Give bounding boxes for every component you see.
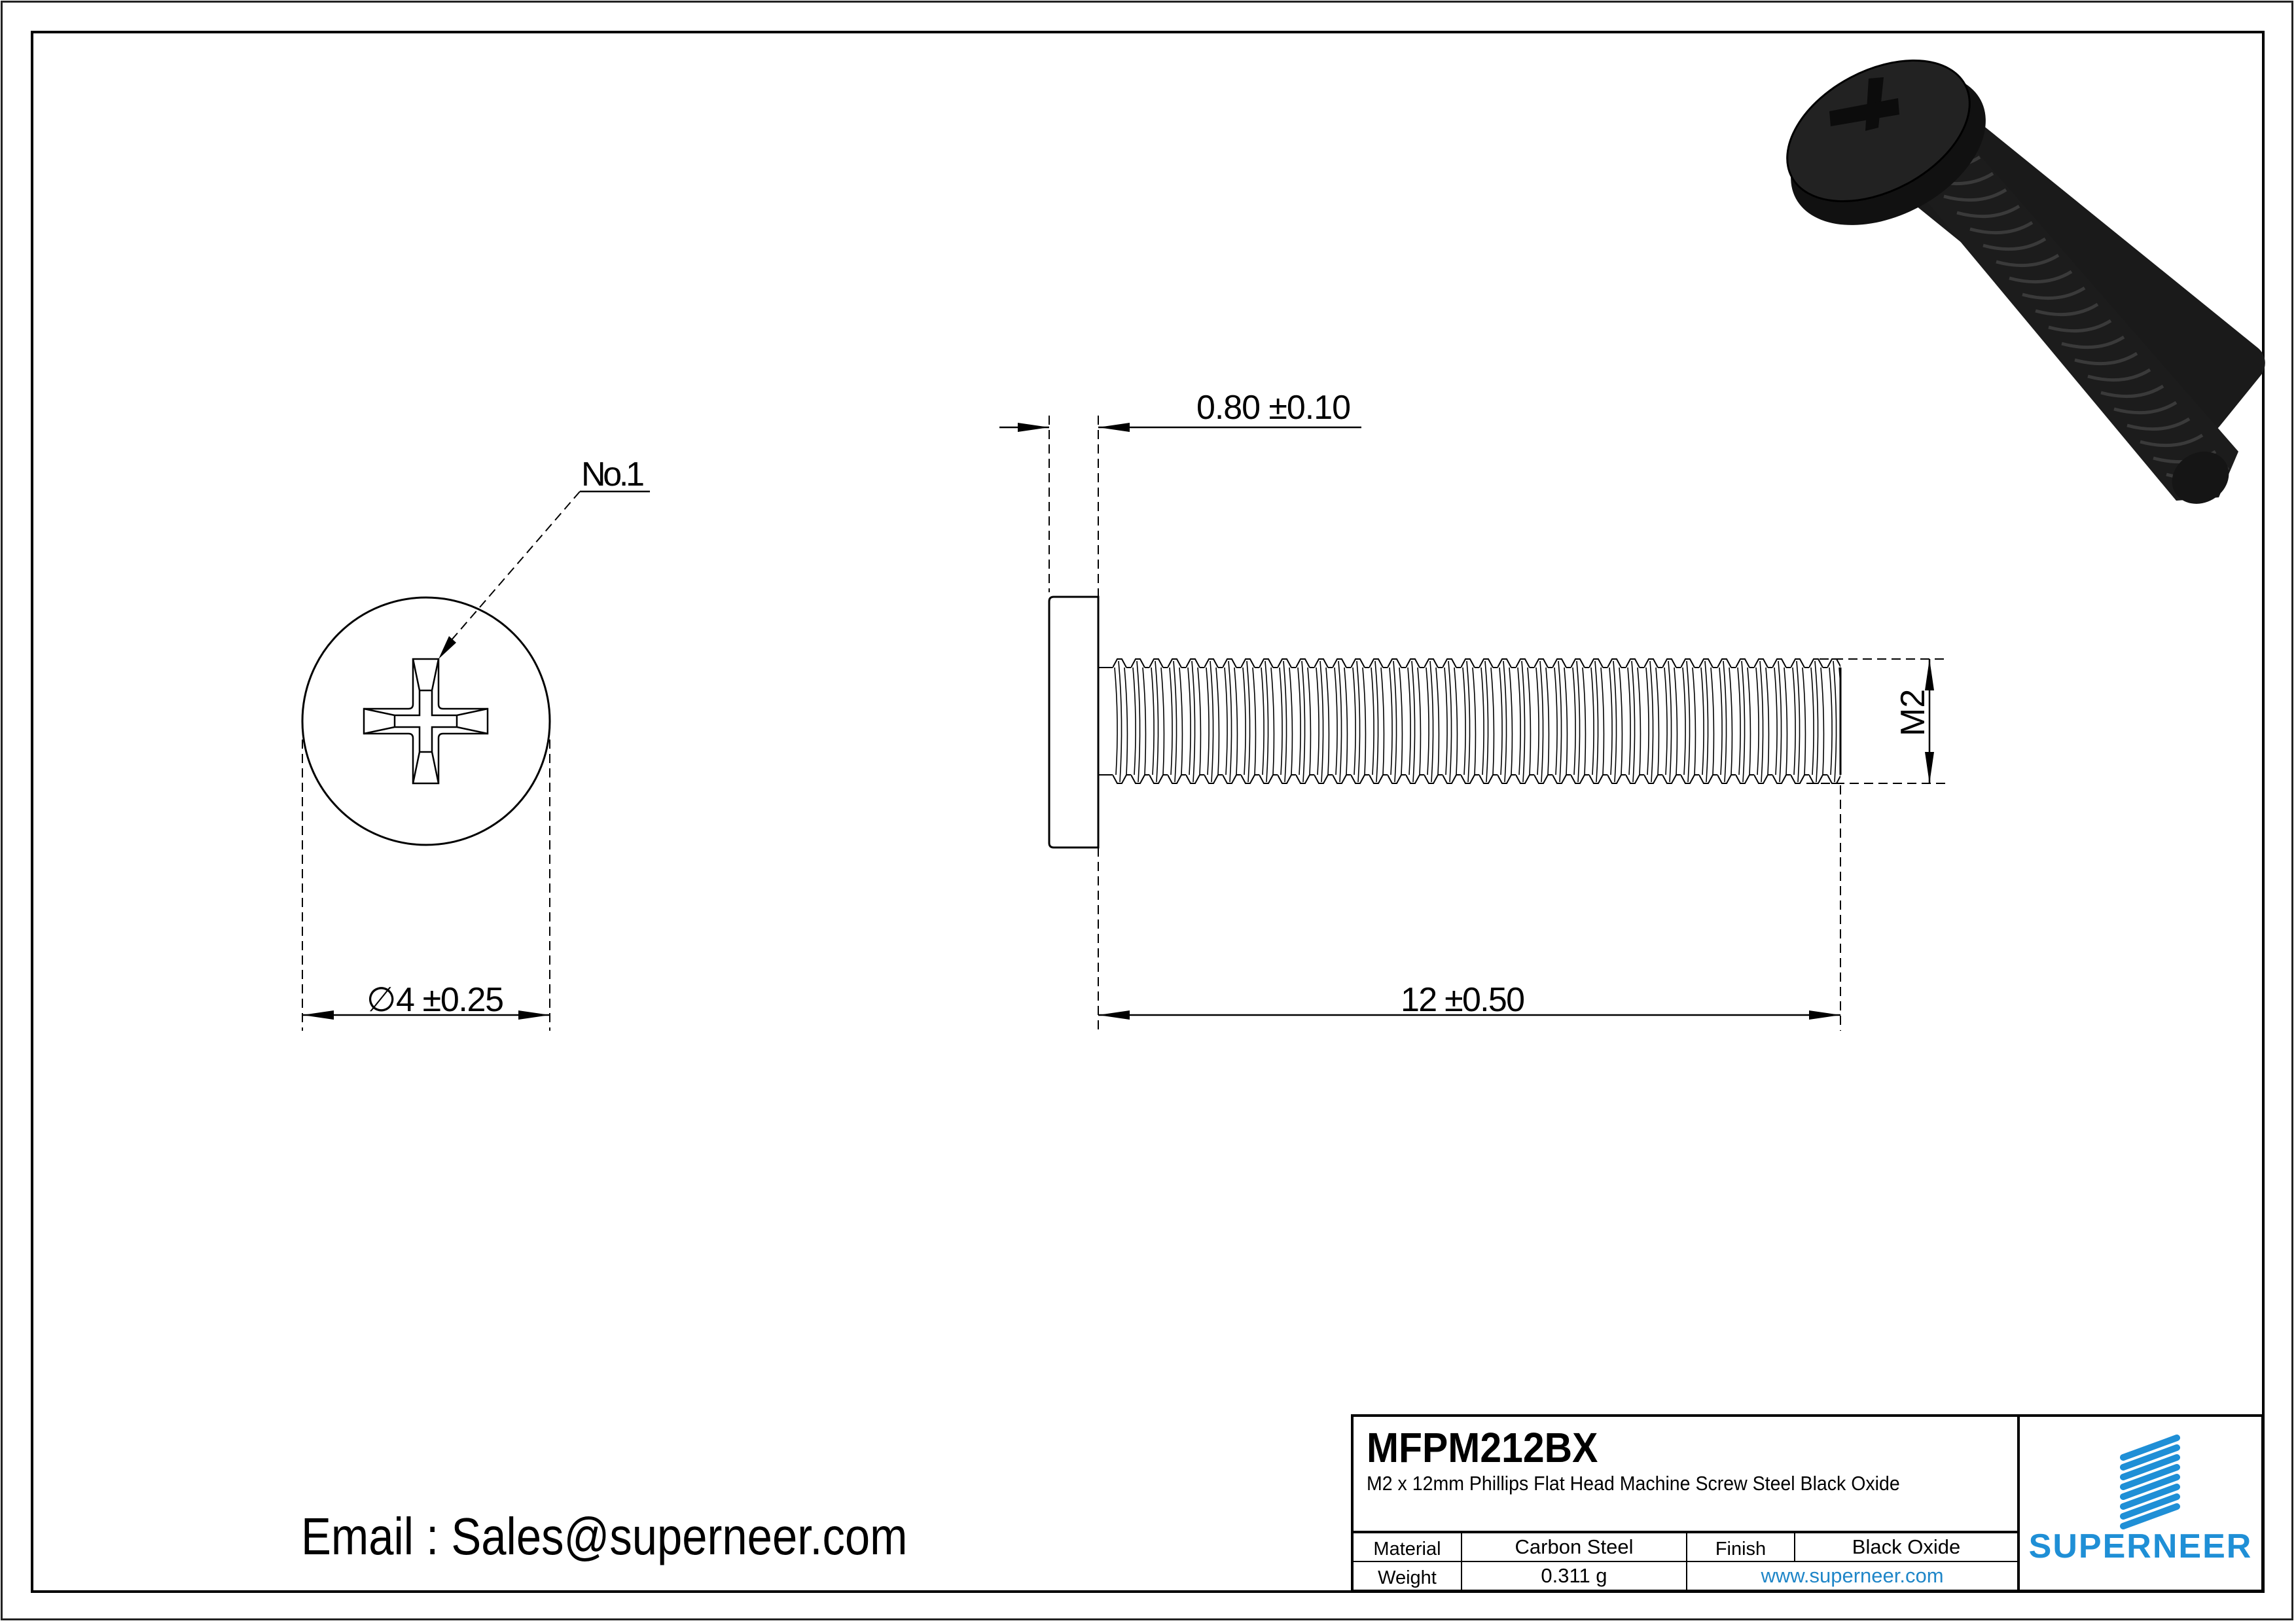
thread-size-label: M2 (1894, 689, 1932, 736)
front-view: No.1 ∅ 4 ±0.25 (301, 455, 650, 1031)
sheet-inner-border (31, 31, 2265, 1593)
weight-value: 0.311 g (1462, 1562, 1687, 1590)
side-view: 0.80 ±0.10 12 ±0.50 M2 (999, 389, 1945, 1031)
weight-label: Weight (1354, 1562, 1462, 1590)
brand-name: SUPERNEER (2028, 1527, 2253, 1565)
head-outline-circle (301, 596, 551, 846)
diameter-dimension-text: 4 ±0.25 (396, 981, 504, 1019)
contact-email: Email : Sales@superneer.com (301, 1507, 908, 1565)
callout-label: No.1 (581, 455, 645, 493)
screw-head-profile (1048, 596, 1100, 849)
thread-body (1113, 654, 1840, 789)
head-height-dimension-text: 0.80 ±0.10 (1196, 389, 1351, 427)
website-link[interactable]: www.superneer.com (1761, 1564, 1944, 1587)
callout-leader (450, 491, 581, 642)
finish-value: Black Oxide (1795, 1533, 2017, 1562)
finish-label: Finish (1687, 1533, 1795, 1562)
callout-arrow-icon (439, 636, 456, 659)
iso-screw-render (1786, 59, 2265, 504)
length-dimension-text: 12 ±0.50 (1401, 981, 1525, 1019)
part-number: MFPM212BX (1367, 1424, 1598, 1471)
brand-logo: SUPERNEER (2020, 1417, 2261, 1590)
title-block: MFPM212BX M2 x 12mm Phillips Flat Head M… (1351, 1414, 2264, 1592)
material-value: Carbon Steel (1462, 1533, 1687, 1562)
diameter-symbol: ∅ (367, 981, 396, 1019)
iso-phillips-cross-icon (1829, 77, 1899, 131)
material-label: Material (1354, 1533, 1462, 1562)
part-description: M2 x 12mm Phillips Flat Head Machine Scr… (1367, 1472, 1900, 1495)
phillips-recess-icon (363, 658, 489, 785)
superneer-stripes-icon (2120, 1435, 2180, 1529)
properties-table: Material Carbon Steel Finish Black Oxide… (1354, 1531, 2017, 1590)
title-block-info: MFPM212BX M2 x 12mm Phillips Flat Head M… (1354, 1417, 2020, 1590)
